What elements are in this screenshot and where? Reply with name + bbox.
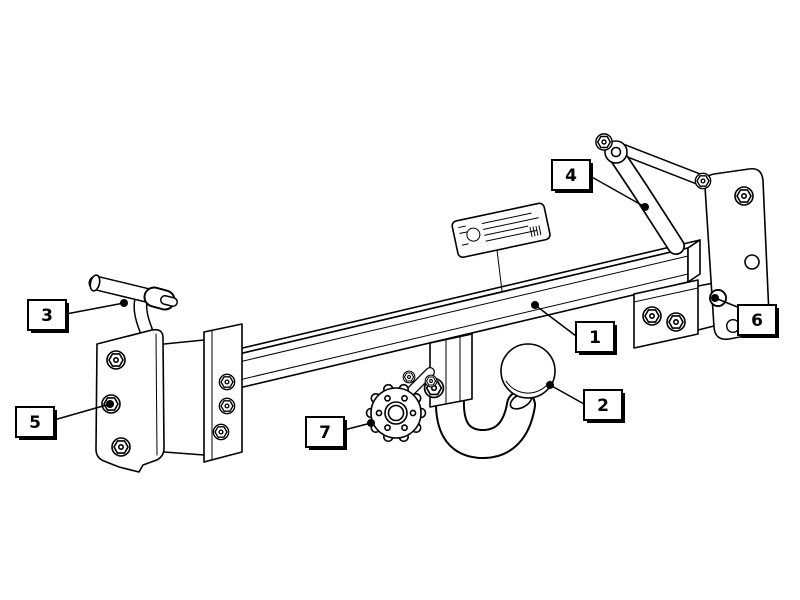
callout-1-box — [575, 321, 615, 353]
path-shape — [436, 385, 534, 457]
callout-1: 1 — [531, 301, 617, 355]
line-shape — [529, 227, 533, 237]
path-shape — [619, 145, 706, 185]
line-shape — [484, 225, 529, 236]
callout-7-label: 7 — [319, 423, 331, 443]
hex-bolt-icon — [642, 306, 662, 326]
crossbar-edge-line — [221, 255, 689, 367]
line-shape — [532, 226, 536, 237]
callout-7-leader — [343, 422, 372, 431]
sticker-mark-circle — [466, 227, 481, 242]
crossbar — [221, 239, 701, 393]
right-lower-bracket — [633, 279, 699, 349]
callout-6-box — [737, 304, 777, 336]
towball-assembly — [423, 333, 556, 459]
crossbar-edge-line-2 — [221, 273, 689, 385]
info-sticker — [451, 202, 551, 292]
callout-5: 5 — [15, 400, 114, 440]
circle-shape — [384, 424, 391, 432]
path-shape — [404, 368, 434, 398]
callout-3-box — [27, 299, 67, 331]
callout-4: 4 — [551, 159, 649, 211]
callout-4-dot — [641, 203, 649, 211]
electrical-socket-group — [365, 367, 438, 443]
line-shape — [163, 451, 205, 456]
line-shape — [538, 225, 542, 236]
hex-bolt-icon — [106, 350, 126, 370]
callout-3-label: 3 — [41, 306, 53, 326]
line-shape — [535, 225, 539, 236]
hex-bolt-icon — [218, 397, 236, 415]
circle-shape — [375, 409, 383, 417]
pin-end-cap — [89, 274, 101, 292]
electrical-socket-plate — [365, 383, 427, 443]
callout-6-label: 6 — [751, 311, 763, 331]
line-shape — [483, 217, 539, 230]
callout-4-box — [551, 159, 591, 191]
circle-shape — [610, 146, 622, 158]
line-shape — [485, 229, 538, 242]
callout-1-dot — [531, 301, 539, 309]
callout-7: 7 — [305, 416, 375, 450]
hex-bolt-icon — [212, 423, 230, 441]
line-shape — [481, 212, 532, 225]
callout-2-label: 2 — [597, 396, 609, 416]
sticker-body — [451, 202, 551, 259]
hex-bolt-icon — [734, 186, 754, 206]
circle-shape — [387, 404, 405, 422]
line-shape — [461, 243, 469, 246]
plate-hole-icon — [744, 254, 760, 270]
g-shape — [451, 202, 551, 259]
callout-5-dot — [106, 400, 114, 408]
path-shape — [161, 296, 177, 306]
callout-7-dot — [367, 419, 375, 427]
left-bracket-assembly — [88, 274, 243, 473]
callout-1-leader — [534, 304, 577, 337]
callout-6-dot — [711, 294, 719, 302]
line-shape — [163, 339, 205, 345]
callout-3-dot — [120, 299, 128, 307]
hex-bolt-icon — [111, 437, 131, 457]
hex-bolt-icon — [595, 133, 613, 151]
towball — [500, 343, 556, 399]
circle-shape — [409, 409, 417, 417]
hex-bolt-icon — [666, 312, 686, 332]
callout-1-label: 1 — [589, 328, 601, 348]
line-shape — [155, 333, 158, 456]
callout-6: 6 — [711, 294, 779, 338]
callout-3: 3 — [27, 299, 128, 333]
line-shape — [697, 325, 715, 331]
callout-5-box — [15, 406, 55, 438]
circle-shape — [384, 394, 391, 402]
path-shape — [608, 146, 684, 254]
line-shape — [458, 225, 466, 229]
crossbar-end-cap — [687, 239, 701, 283]
callout-5-leader — [53, 403, 111, 421]
callout-2-leader — [549, 384, 585, 405]
circle-shape — [401, 394, 408, 402]
callout-4-leader — [589, 175, 646, 208]
circle-shape — [401, 424, 408, 432]
right-bracket-assembly — [595, 133, 770, 349]
left-rear-bracket — [203, 323, 243, 463]
callout-3-leader — [65, 302, 125, 315]
callouts: 1 2 3 4 5 — [15, 159, 779, 450]
callout-2-box — [583, 389, 623, 421]
hex-bolt-icon — [424, 374, 438, 388]
line-shape — [633, 287, 699, 303]
callout-5-label: 5 — [29, 413, 41, 433]
sticker-pointer-line — [496, 249, 503, 292]
line-shape — [459, 231, 468, 234]
hex-bolt-icon — [402, 370, 416, 384]
callout-2-dot — [546, 381, 554, 389]
callout-4-label: 4 — [565, 166, 577, 186]
callout-2: 2 — [546, 381, 625, 423]
hex-bolt-icon — [218, 373, 236, 391]
hex-bolt-icon — [694, 172, 712, 190]
callout-7-box — [305, 416, 345, 448]
callout-6-leader — [714, 297, 741, 309]
